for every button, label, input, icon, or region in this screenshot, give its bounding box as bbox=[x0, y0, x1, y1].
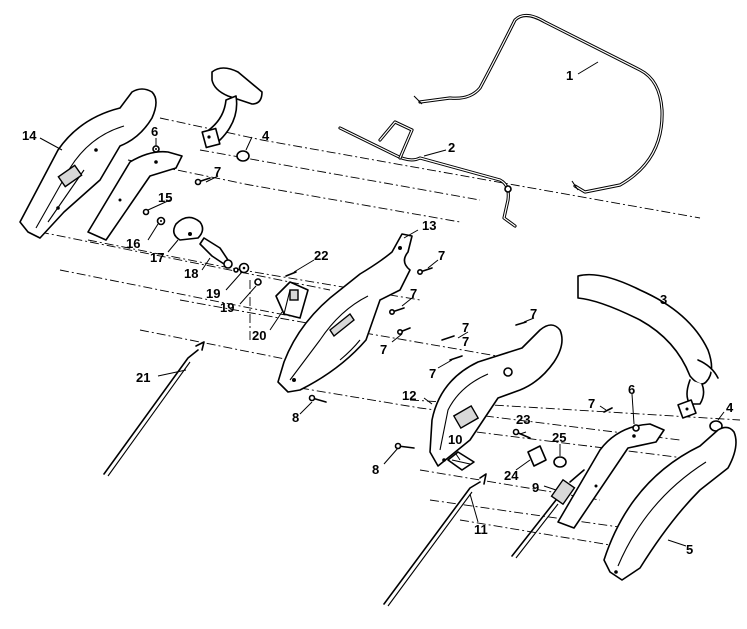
screw-7-left bbox=[194, 177, 211, 186]
callout-16: 16 bbox=[126, 236, 140, 251]
callout-25: 25 bbox=[552, 430, 566, 445]
callout-24: 24 bbox=[504, 468, 519, 483]
callout-17: 17 bbox=[150, 250, 164, 265]
cap-4-left bbox=[236, 150, 250, 162]
callout-10: 10 bbox=[448, 432, 462, 447]
callout-19-b: 19 bbox=[220, 300, 234, 315]
callout-3: 3 bbox=[660, 292, 667, 307]
callout-7-i: 7 bbox=[462, 334, 469, 349]
callout-5: 5 bbox=[686, 542, 693, 557]
left-handle-grip bbox=[201, 67, 263, 149]
callout-8-right: 8 bbox=[372, 462, 379, 477]
callout-7-a: 7 bbox=[214, 164, 221, 179]
bolt-18 bbox=[199, 237, 239, 273]
callout-1: 1 bbox=[566, 68, 573, 83]
callout-7-d: 7 bbox=[380, 342, 387, 357]
cable-21 bbox=[103, 341, 205, 477]
screw-6-left bbox=[152, 145, 160, 153]
callout-12: 12 bbox=[402, 388, 416, 403]
clip-20 bbox=[275, 281, 309, 319]
callout-7-h: 7 bbox=[588, 396, 595, 411]
screw-22 bbox=[285, 271, 297, 277]
callout-11: 11 bbox=[474, 522, 488, 537]
callout-7-g: 7 bbox=[530, 306, 537, 321]
screws-7-center bbox=[388, 267, 433, 335]
screw-8-left bbox=[308, 394, 327, 403]
screw-8-right bbox=[394, 442, 415, 450]
left-inner-bracket bbox=[87, 150, 183, 241]
grip-bracket-right bbox=[677, 399, 697, 419]
callout-6-right: 6 bbox=[628, 382, 635, 397]
control-bail-rod bbox=[338, 120, 517, 228]
screw-6-right bbox=[632, 424, 640, 432]
cable-11 bbox=[383, 473, 487, 607]
callout-7-e: 7 bbox=[462, 320, 469, 335]
callout-6-left: 6 bbox=[151, 124, 158, 139]
callout-7-c: 7 bbox=[410, 286, 417, 301]
callout-20: 20 bbox=[252, 328, 266, 343]
callout-23: 23 bbox=[516, 412, 530, 427]
washer-15-16 bbox=[142, 208, 166, 226]
lower-right-cover bbox=[603, 426, 737, 581]
cable-9 bbox=[511, 469, 585, 559]
callout-18: 18 bbox=[184, 266, 198, 281]
callout-14: 14 bbox=[22, 128, 37, 143]
callout-15: 15 bbox=[158, 190, 172, 205]
callout-22: 22 bbox=[314, 248, 328, 263]
left-handle-cover bbox=[19, 88, 157, 239]
knob-17 bbox=[172, 216, 204, 241]
knob-24 bbox=[527, 445, 547, 467]
leader-lines bbox=[39, 61, 725, 547]
callout-2: 2 bbox=[448, 140, 455, 155]
screw-23 bbox=[512, 428, 531, 439]
center-handle-cover bbox=[277, 233, 413, 393]
lever-10 bbox=[447, 451, 475, 471]
callout-4-right: 4 bbox=[726, 400, 734, 415]
callout-4-left: 4 bbox=[262, 128, 270, 143]
callout-9: 9 bbox=[532, 480, 539, 495]
right-handle-cover bbox=[429, 324, 563, 467]
screws-7-right bbox=[441, 321, 613, 413]
upper-handle-bar bbox=[413, 13, 664, 194]
callout-13: 13 bbox=[422, 218, 436, 233]
callout-21: 21 bbox=[136, 370, 150, 385]
nut-25 bbox=[553, 456, 567, 468]
callout-19-a: 19 bbox=[206, 286, 220, 301]
washers-19 bbox=[238, 262, 262, 286]
callout-8-left: 8 bbox=[292, 410, 299, 425]
callouts: 1 2 3 4 4 5 6 6 7 7 7 7 7 7 7 7 7 8 8 9 … bbox=[22, 68, 734, 557]
callout-7-b: 7 bbox=[438, 248, 445, 263]
callout-7-f: 7 bbox=[429, 366, 436, 381]
